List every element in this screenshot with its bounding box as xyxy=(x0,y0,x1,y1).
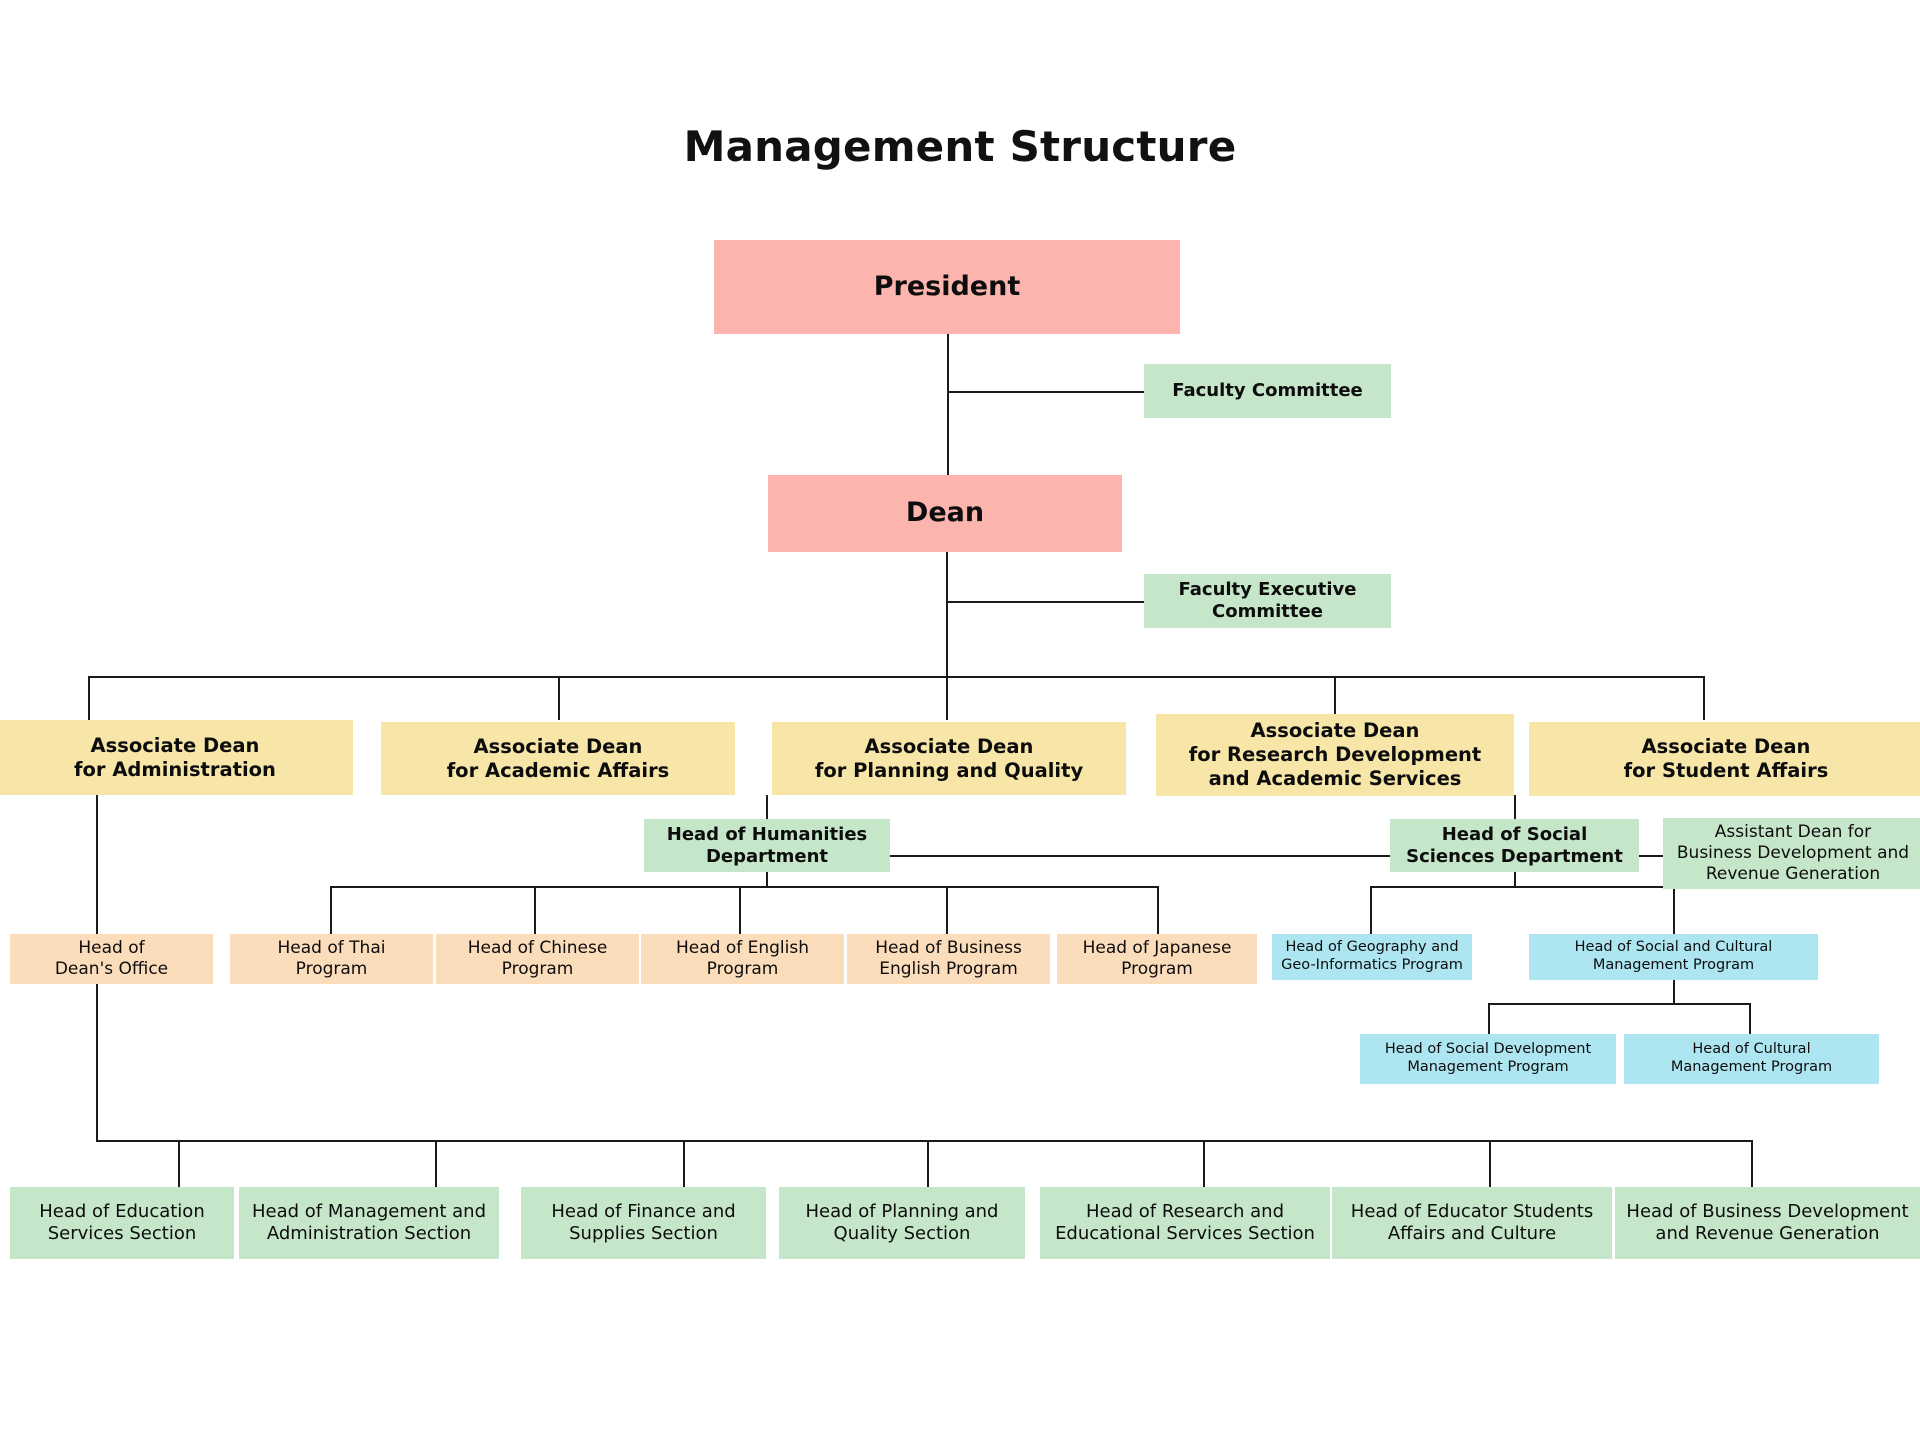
connector-section-bus xyxy=(96,1140,1751,1142)
connector-humanities-down xyxy=(766,871,768,887)
node-dean[interactable]: Dean xyxy=(768,475,1122,552)
node-head-research-educational-services-section[interactable]: Head of Research and Educational Service… xyxy=(1040,1187,1330,1259)
connector-drop-assoc-student-affairs xyxy=(1703,676,1705,720)
connector-drop-education-services xyxy=(178,1140,180,1187)
node-associate-dean-planning-quality[interactable]: Associate Dean for Planning and Quality xyxy=(772,722,1126,795)
node-head-japanese-program[interactable]: Head of Japanese Program xyxy=(1057,934,1257,984)
connector-drop-business-english xyxy=(946,886,948,935)
connector-social-cultural-down xyxy=(1673,977,1675,1004)
node-faculty-executive-committee[interactable]: Faculty Executive Committee xyxy=(1144,574,1391,628)
connector-drop-chinese xyxy=(534,886,536,935)
connector-social-cultural-sub-bus xyxy=(1488,1003,1749,1005)
connector-drop-management-administration xyxy=(435,1140,437,1187)
node-head-educator-students-affairs-culture[interactable]: Head of Educator Students Affairs and Cu… xyxy=(1332,1187,1612,1259)
node-head-business-development-revenue-generation[interactable]: Head of Business Development and Revenue… xyxy=(1615,1187,1920,1259)
connector-humanities-program-bus xyxy=(330,886,1157,888)
node-associate-dean-research-development[interactable]: Associate Dean for Research Development … xyxy=(1156,714,1514,796)
node-head-finance-supplies-section[interactable]: Head of Finance and Supplies Section xyxy=(521,1187,766,1259)
connector-administration-to-deans-office xyxy=(96,795,98,935)
node-head-deans-office[interactable]: Head of Dean's Office xyxy=(10,934,213,984)
connector-drop-thai xyxy=(330,886,332,935)
node-head-chinese-program[interactable]: Head of Chinese Program xyxy=(436,934,639,984)
connector-associate-dean-bus xyxy=(88,676,1703,678)
connector-social-sciences-assistant-dean xyxy=(1639,855,1663,857)
connector-planning-to-humanities xyxy=(766,795,768,819)
connector-drop-social-development xyxy=(1488,1003,1490,1034)
node-president[interactable]: President xyxy=(714,240,1180,334)
node-associate-dean-student-affairs[interactable]: Associate Dean for Student Affairs xyxy=(1529,722,1920,796)
connector-drop-business-development-section xyxy=(1751,1140,1753,1187)
connector-drop-educator-students xyxy=(1489,1140,1491,1187)
connector-dean-exec-committee xyxy=(946,601,1144,603)
node-head-social-sciences-department[interactable]: Head of Social Sciences Department xyxy=(1390,819,1639,872)
connector-drop-japanese xyxy=(1157,886,1159,935)
node-head-geography-geoinformatics-program[interactable]: Head of Geography and Geo-Informatics Pr… xyxy=(1272,934,1472,980)
node-head-thai-program[interactable]: Head of Thai Program xyxy=(230,934,433,984)
connector-drop-english xyxy=(739,886,741,935)
connector-dean-down xyxy=(946,552,948,677)
connector-social-sciences-program-bus xyxy=(1370,886,1674,888)
node-head-education-services-section[interactable]: Head of Education Services Section xyxy=(10,1187,234,1259)
node-associate-dean-administration[interactable]: Associate Dean for Administration xyxy=(0,720,353,795)
connector-research-to-social-sciences xyxy=(1514,795,1516,819)
connector-drop-social-cultural xyxy=(1673,886,1675,935)
connector-drop-research-educational xyxy=(1203,1140,1205,1187)
connector-drop-assoc-research-development xyxy=(1334,676,1336,720)
node-head-business-english-program[interactable]: Head of Business English Program xyxy=(847,934,1050,984)
connector-drop-assoc-planning-quality xyxy=(946,676,948,720)
node-head-humanities-department[interactable]: Head of Humanities Department xyxy=(644,819,890,872)
node-head-cultural-management-program[interactable]: Head of Cultural Management Program xyxy=(1624,1034,1879,1084)
connector-drop-geography xyxy=(1370,886,1372,935)
connector-drop-assoc-academic-affairs xyxy=(558,676,560,720)
connector-president-down xyxy=(947,334,949,475)
node-assistant-dean-business-development[interactable]: Assistant Dean for Business Development … xyxy=(1663,818,1920,889)
connector-president-faculty-committee xyxy=(947,391,1144,393)
connector-deans-office-down xyxy=(96,974,98,1141)
node-faculty-committee[interactable]: Faculty Committee xyxy=(1144,364,1391,418)
connector-drop-finance-supplies xyxy=(683,1140,685,1187)
connector-drop-cultural-management xyxy=(1749,1003,1751,1034)
connector-drop-planning-quality-section xyxy=(927,1140,929,1187)
node-head-social-cultural-management-program[interactable]: Head of Social and Cultural Management P… xyxy=(1529,934,1818,980)
node-head-social-development-management-program[interactable]: Head of Social Development Management Pr… xyxy=(1360,1034,1616,1084)
page-title: Management Structure xyxy=(683,122,1237,171)
node-head-english-program[interactable]: Head of English Program xyxy=(641,934,844,984)
connector-social-sciences-down xyxy=(1514,871,1516,887)
connector-humanities-social-sciences-link xyxy=(890,855,1390,857)
connector-drop-assoc-administration xyxy=(88,676,90,720)
node-head-management-administration-section[interactable]: Head of Management and Administration Se… xyxy=(239,1187,499,1259)
node-head-planning-quality-section[interactable]: Head of Planning and Quality Section xyxy=(779,1187,1025,1259)
node-associate-dean-academic-affairs[interactable]: Associate Dean for Academic Affairs xyxy=(381,722,735,795)
